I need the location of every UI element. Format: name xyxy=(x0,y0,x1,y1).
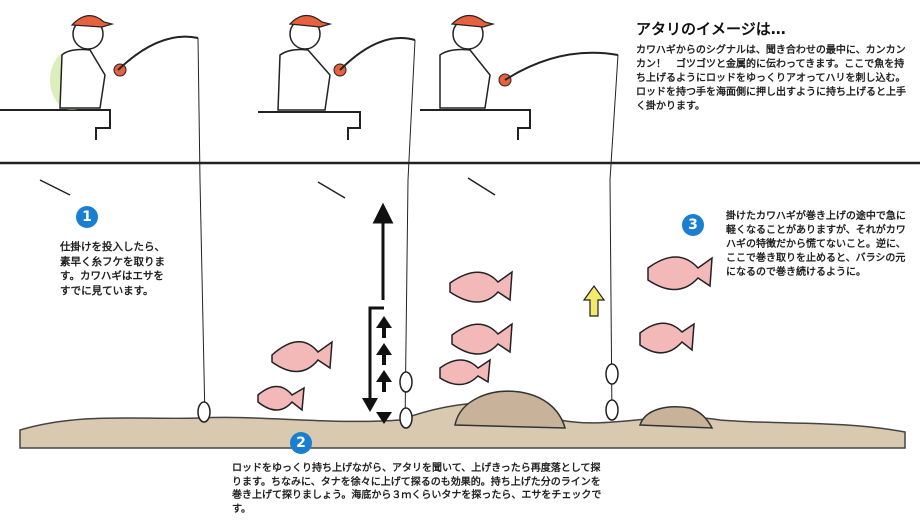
up-down-arrow-long xyxy=(372,202,394,300)
angler-3 xyxy=(439,14,619,109)
sinker-3 xyxy=(605,363,619,385)
filefish-3 xyxy=(449,270,513,303)
fishing-line-2 xyxy=(404,39,416,426)
filefish-6 xyxy=(647,256,713,291)
page-title: アタリのイメージは… xyxy=(636,20,786,38)
filefish-1 xyxy=(271,340,333,373)
step-2-text: ロッドをゆっくり持ち上げながら、アタリを聞いて、上げきったら再度落として探ります… xyxy=(232,463,602,515)
boat-hull-2 xyxy=(258,111,361,140)
step-3-text: 掛けたカワハギが巻き上げの途中で急に軽くなることがありますが、それがカワハギの特… xyxy=(726,211,906,278)
sinker-1 xyxy=(197,401,211,423)
filefish-4 xyxy=(451,322,513,355)
filefish-7 xyxy=(639,322,695,354)
intro-description: カワハギからのシグナルは、聞き合わせの最中に、カンカンカン！ ゴツゴツと金属的に… xyxy=(636,45,906,112)
boat-hull-1 xyxy=(0,109,111,140)
step-1-text: 仕掛けを投入したら、素早く糸フケを取ります。カワハギはエサをすでに見ています。 xyxy=(60,241,165,297)
filefish-2 xyxy=(257,385,305,412)
sinker-2 xyxy=(399,371,413,393)
sinker-2b xyxy=(399,407,413,429)
up-hint-arrow-icon xyxy=(582,284,606,317)
rock-small xyxy=(638,406,714,429)
filefish-5 xyxy=(439,358,491,386)
boat-hull-3 xyxy=(420,109,531,140)
bracket-arrow xyxy=(362,306,384,412)
rock-large xyxy=(454,390,566,429)
step-2-badge: 2 xyxy=(290,432,312,454)
angler-2 xyxy=(277,14,416,111)
up-arrows-stack xyxy=(376,316,392,424)
fishing-line-3 xyxy=(609,54,619,421)
angler-1 xyxy=(50,15,199,110)
fishing-line-1 xyxy=(197,37,206,421)
boat-wake xyxy=(39,177,496,199)
step-3-badge: 3 xyxy=(682,214,704,236)
sinker-3b xyxy=(605,399,619,421)
step-1-badge: 1 xyxy=(76,206,98,228)
